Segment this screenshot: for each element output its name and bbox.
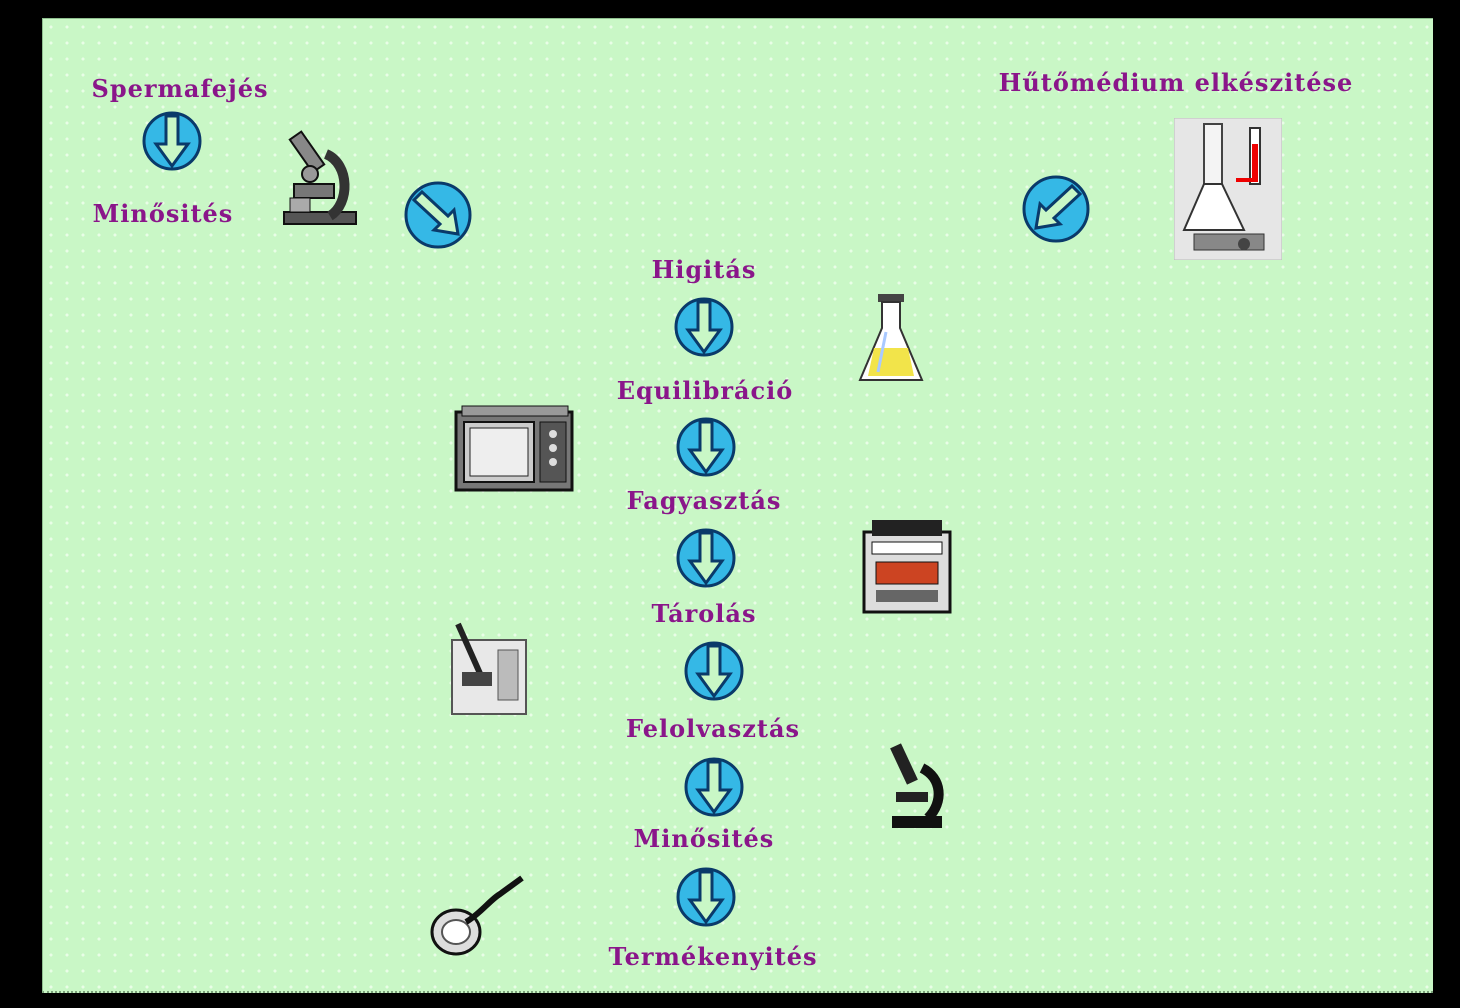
microscope-icon: [283, 130, 357, 225]
dark-microscope-icon: [890, 743, 944, 828]
diagonal-down-right-arrow-icon: [404, 181, 472, 249]
step-equilibration-label: Equilibráció: [616, 376, 794, 405]
down-arrow-icon: [676, 417, 736, 477]
oven-icon: [454, 405, 574, 492]
down-arrow-icon: [142, 111, 202, 171]
down-arrow-icon: [676, 528, 736, 588]
cryo-tank-icon: [862, 520, 952, 614]
step-medium-prep-label: Hűtőmédium elkészitése: [998, 68, 1354, 97]
step-thawing-label: Felolvasztás: [625, 714, 801, 743]
lab-instrument-icon: [451, 622, 527, 715]
down-arrow-icon: [684, 757, 744, 817]
down-arrow-icon: [676, 867, 736, 927]
step-dilution-label: Higitás: [651, 255, 757, 284]
step-insemination-label: Termékenyités: [608, 942, 818, 971]
petri-dish-icon: [430, 875, 524, 956]
step-storage-label: Tárolás: [651, 599, 757, 628]
down-arrow-icon: [684, 641, 744, 701]
step-freezing-label: Fagyasztás: [626, 486, 782, 515]
medium-prep-apparatus-icon: [1174, 118, 1282, 260]
step-collection-label: Spermafejés: [91, 74, 269, 103]
down-arrow-icon: [674, 297, 734, 357]
flask-icon: [858, 294, 924, 381]
diagonal-down-left-arrow-icon: [1022, 175, 1090, 243]
step-quality-check-2-label: Minősités: [633, 824, 775, 853]
step-quality-check-1-label: Minősités: [92, 199, 234, 228]
